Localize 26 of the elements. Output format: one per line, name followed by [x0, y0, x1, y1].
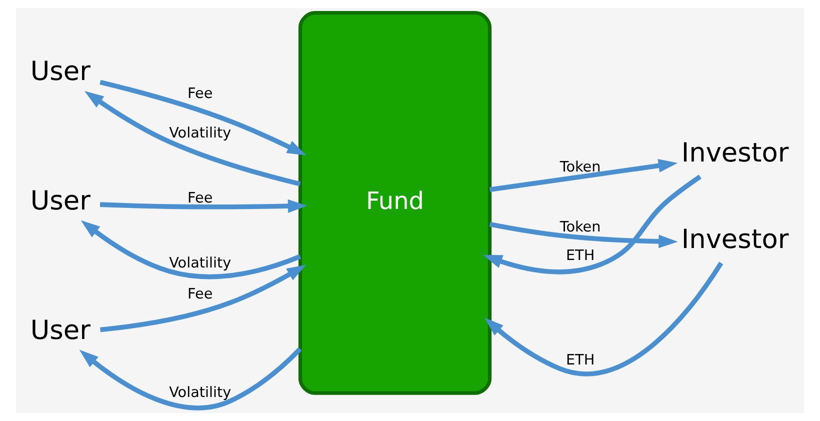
edge-label: ETH — [566, 352, 595, 368]
edge-label: Fee — [188, 286, 213, 302]
arrow — [484, 262, 724, 376]
node-text: User — [30, 316, 90, 346]
arrow — [80, 220, 301, 280]
arrow — [79, 347, 302, 410]
edge-label: Fee — [188, 86, 213, 102]
arrow — [489, 159, 678, 192]
node-text: User — [30, 57, 90, 88]
edge-label: ETH — [566, 248, 595, 264]
edge-label: Volatility — [169, 255, 232, 272]
edge-label: Token — [560, 159, 601, 176]
arrow — [489, 222, 678, 248]
arrow — [100, 199, 308, 213]
arrow — [482, 174, 702, 274]
edge-label: Token — [560, 219, 601, 236]
edge-label: Fee — [188, 190, 213, 206]
node-text: Investor — [681, 225, 789, 256]
edge-label: Volatility — [169, 126, 232, 142]
edge-label: Volatility — [169, 384, 232, 401]
node-text: Investor — [681, 138, 789, 169]
arrow — [100, 80, 306, 156]
arrow — [84, 90, 301, 186]
arrow — [100, 264, 306, 332]
node-box: Fund — [298, 11, 492, 395]
node-text: User — [30, 186, 90, 217]
